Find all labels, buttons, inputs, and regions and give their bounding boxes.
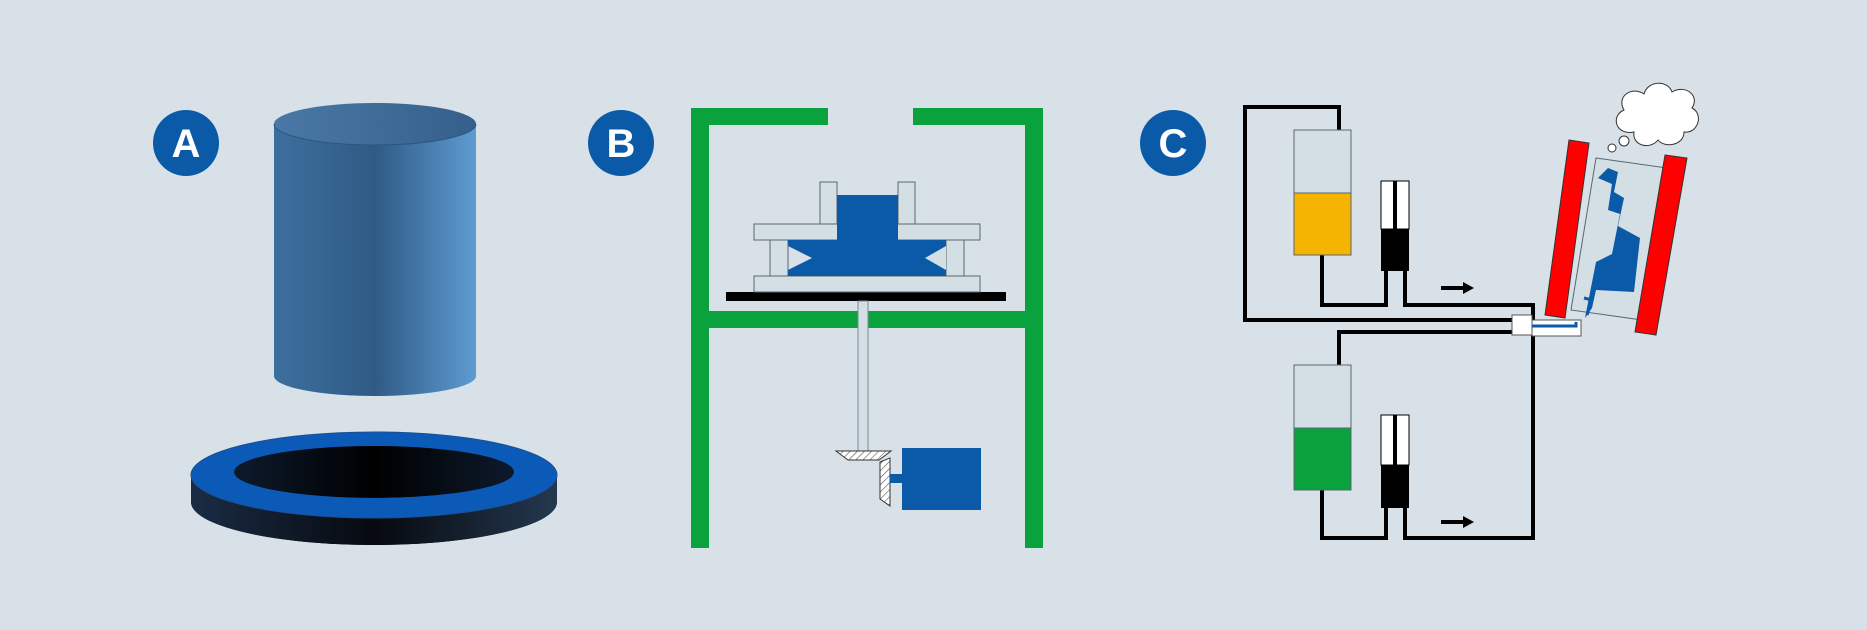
badge-c-label: C	[1159, 122, 1188, 166]
drive-shaft	[857, 300, 869, 452]
drive-train	[834, 300, 981, 510]
motor-icon	[902, 448, 981, 510]
arrow-icon	[1441, 282, 1474, 294]
badge-c: C	[1140, 110, 1206, 176]
badge-b-label: B	[607, 122, 636, 166]
panel-a: A	[153, 103, 558, 545]
pump-lower	[1380, 414, 1410, 508]
press-platen	[726, 292, 1006, 301]
tank-green	[1293, 364, 1352, 491]
cylinder-icon	[273, 103, 477, 396]
arrow-icon-lower	[1441, 516, 1474, 528]
panel-b: B	[588, 108, 1043, 548]
badge-b: B	[588, 110, 654, 176]
piping	[1243, 105, 1535, 540]
cloud-icon	[1607, 82, 1699, 153]
ring-icon	[190, 431, 558, 545]
mold-c	[1544, 139, 1688, 336]
badge-a-label: A	[172, 122, 201, 166]
bevel-gear-icon	[834, 450, 893, 461]
pump-upper	[1380, 180, 1410, 271]
badge-a: A	[153, 110, 219, 176]
mold-assembly	[726, 181, 1006, 301]
mixing-head	[1511, 314, 1582, 337]
panel-c: C	[1140, 82, 1699, 540]
tank-yellow	[1293, 129, 1352, 256]
